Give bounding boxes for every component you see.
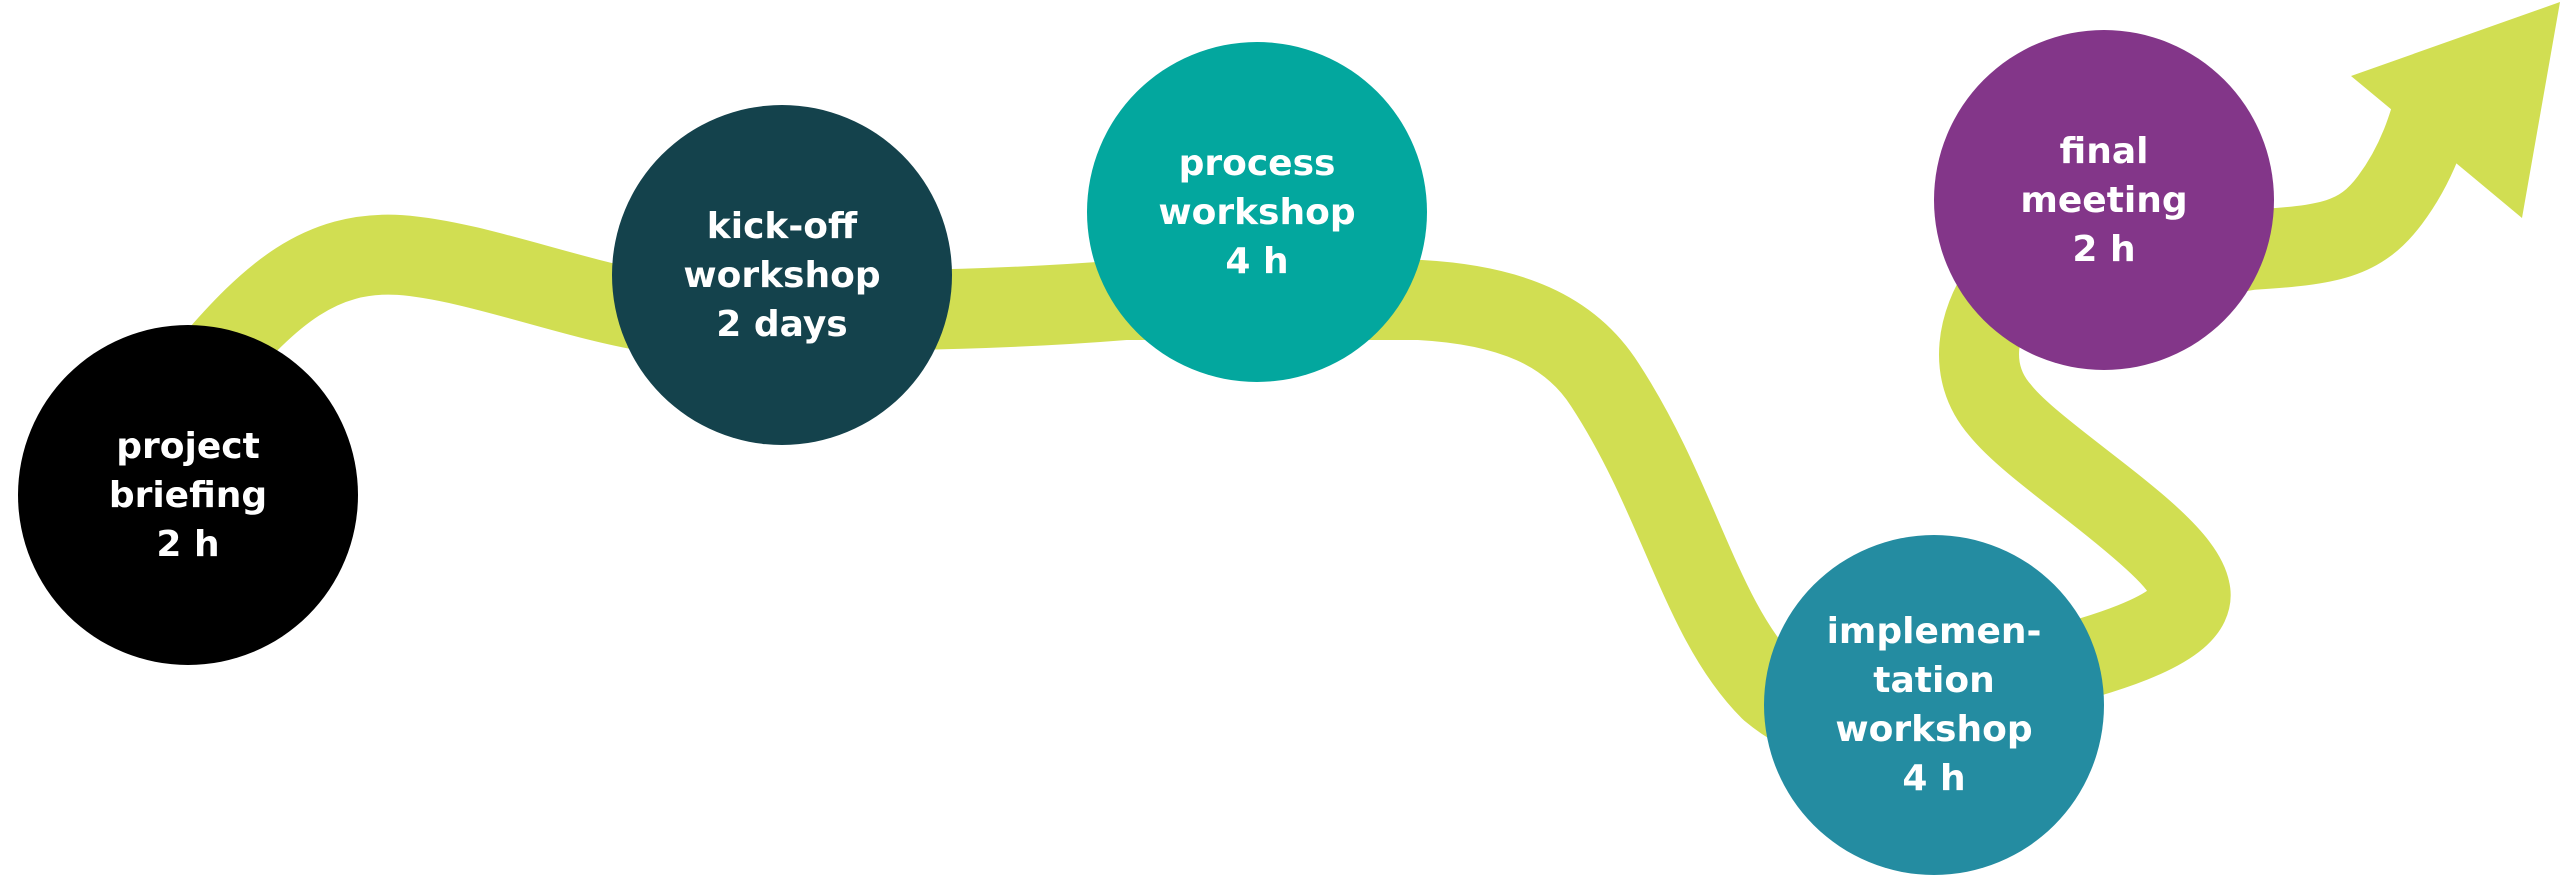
step-label-line: kick-off	[706, 205, 858, 247]
step-label-line: project	[116, 425, 260, 467]
step-label-line: workshop	[683, 254, 881, 296]
step-implementation-workshop: implemen- tation workshop 4 h	[1764, 535, 2104, 875]
step-duration: 4 h	[1225, 240, 1289, 282]
step-duration: 4 h	[1902, 758, 1966, 799]
step-final-meeting: final meeting 2 h	[1934, 30, 2274, 370]
step-project-briefing: project briefing 2 h	[18, 325, 358, 665]
step-duration: 2 days	[716, 303, 848, 345]
step-process-workshop: process workshop 4 h	[1087, 42, 1427, 382]
step-label-line: tation	[1873, 660, 1995, 701]
step-label-line: implemen-	[1826, 611, 2042, 652]
step-label-line: final	[2059, 130, 2149, 172]
step-label-line: briefing	[108, 474, 268, 516]
step-label-line: workshop	[1835, 709, 2033, 750]
arrow-head	[2351, 2, 2560, 218]
step-duration: 2 h	[2072, 228, 2136, 270]
step-label-line: workshop	[1158, 191, 1356, 233]
step-duration: 2 h	[156, 523, 220, 565]
step-label-line: process	[1178, 142, 1336, 184]
step-label-line: meeting	[2020, 179, 2188, 221]
step-kick-off-workshop: kick-off workshop 2 days	[612, 105, 952, 445]
